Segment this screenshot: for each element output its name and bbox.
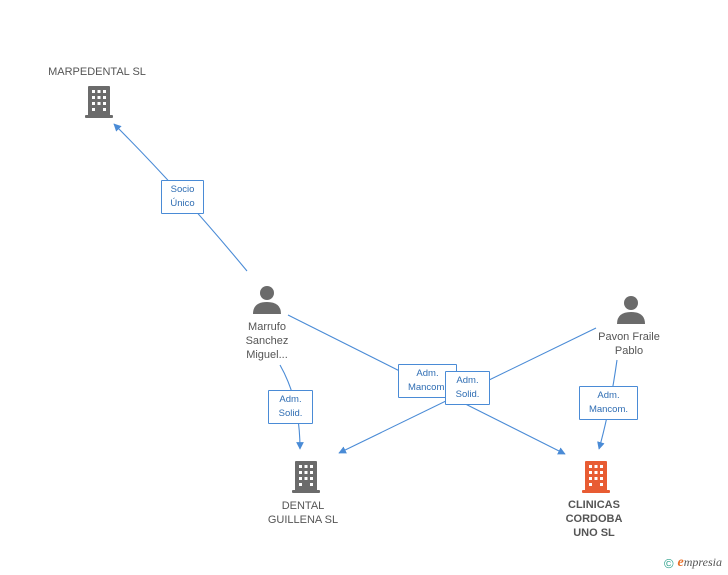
footer-brand: © empresia [664,555,722,571]
dental-building-icon[interactable] [292,461,320,493]
edge-label-marrufo-dental: Adm. Solid. [268,390,313,424]
edge-label-socio-unico: Socio Único [161,180,204,214]
marrufo-label[interactable]: Marrufo Sanchez Miguel... [245,321,289,361]
marrufo-person-icon[interactable] [253,286,281,314]
pavon-person-icon[interactable] [617,296,645,324]
copyright-icon: © [663,555,674,571]
edge-label-pavon-dental: Adm. Solid. [445,371,490,405]
edge-label-pavon-clinicas: Adm. Mancom. [579,386,638,420]
empresia-logo[interactable]: empresia [677,555,722,570]
marpedental-label[interactable]: MARPEDENTAL SL [48,66,146,78]
clinicas-building-icon[interactable] [582,461,610,493]
clinicas-label[interactable]: CLINICAS CORDOBA UNO SL [565,499,623,539]
marpedental-building-icon[interactable] [85,86,113,118]
dental-label[interactable]: DENTAL GUILLENA SL [267,500,339,526]
pavon-label[interactable]: Pavon Fraile Pablo [598,331,660,357]
